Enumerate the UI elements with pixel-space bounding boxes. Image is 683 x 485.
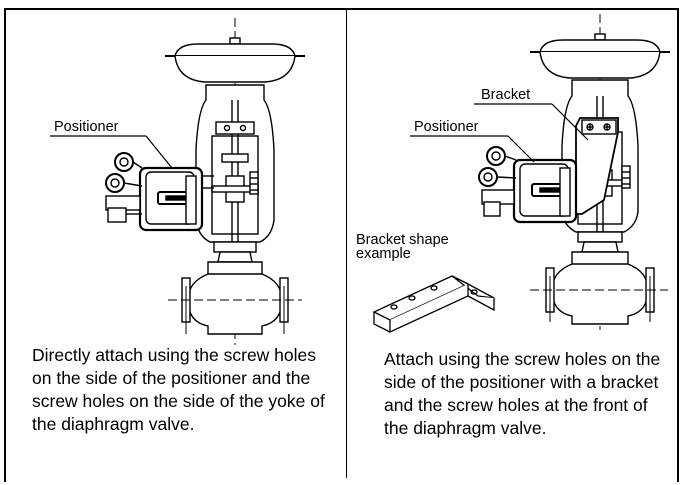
right-bracket-label: Bracket <box>481 87 531 103</box>
right-positioner-label: Positioner <box>414 119 479 135</box>
bracket-shape-example <box>372 275 495 334</box>
outer-frame <box>4 8 679 482</box>
panel-divider <box>346 8 347 478</box>
left-caption: Directly attach using the screw holes on… <box>32 345 325 434</box>
bracket-shape-label-line2: example <box>356 246 411 262</box>
right-caption: Attach using the screw holes on the side… <box>384 349 661 438</box>
bracket-shape-label-line1: Bracket shape <box>356 232 449 248</box>
left-positioner-label: Positioner <box>54 119 119 135</box>
left-valve-drawing <box>50 18 305 345</box>
right-valve-drawing <box>410 14 670 330</box>
